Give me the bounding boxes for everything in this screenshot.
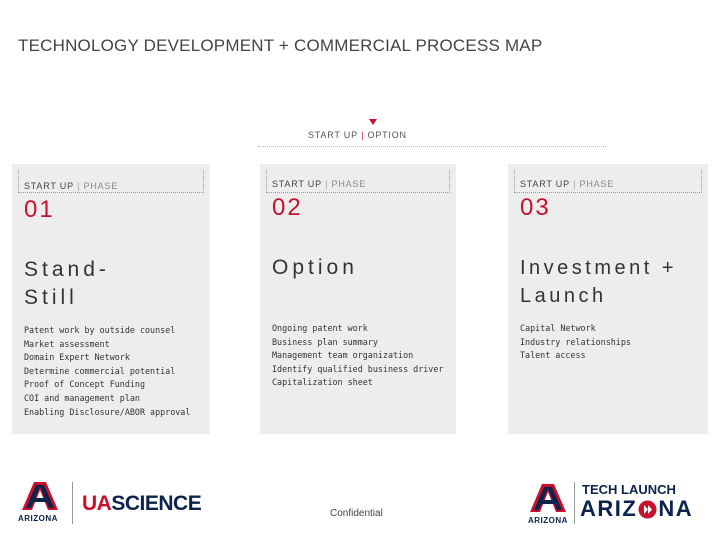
phase-label-frame bbox=[266, 170, 450, 193]
heading-line: Stand- bbox=[24, 258, 110, 281]
ariz-text: ARIZ bbox=[580, 496, 638, 521]
heading-line: Still bbox=[24, 286, 78, 309]
phase-panel-2: START UP | PHASE 02 Option Ongoing paten… bbox=[260, 164, 456, 434]
label-separator: | bbox=[325, 179, 329, 189]
phase-task-list: Ongoing patent work Business plan summar… bbox=[272, 322, 443, 390]
phase-label-frame bbox=[514, 170, 702, 193]
list-item: Ongoing patent work bbox=[272, 323, 368, 333]
phase-label: START UP | PHASE bbox=[520, 179, 614, 189]
phase-panel-3: START UP | PHASE 03 Investment + Launch … bbox=[508, 164, 708, 434]
page-title: TECHNOLOGY DEVELOPMENT + COMMERCIAL PROC… bbox=[18, 36, 543, 55]
list-item: Patent work by outside counsel bbox=[24, 325, 176, 335]
list-item: Capitalization sheet bbox=[272, 377, 373, 388]
phase-task-list: Capital Network Industry relationships T… bbox=[520, 322, 631, 363]
phase-heading: Stand- Still bbox=[24, 256, 110, 312]
start-up-text: START UP bbox=[520, 179, 570, 189]
arizona-wordmark: ARIZONA bbox=[18, 514, 58, 523]
list-item: Capital Network bbox=[520, 323, 596, 333]
logo-divider bbox=[574, 482, 575, 524]
ua-science-wordmark: UASCIENCE bbox=[82, 492, 202, 516]
confidential-label: Confidential bbox=[330, 508, 383, 519]
phase-label: START UP | PHASE bbox=[272, 179, 366, 189]
phase-panel-1: START UP | PHASE 01 Stand- Still Patent … bbox=[12, 164, 210, 434]
phase-number: 01 bbox=[24, 196, 55, 223]
tech-launch-text: TECH LAUNCH bbox=[582, 482, 676, 497]
start-up-text: START UP bbox=[308, 130, 358, 140]
list-item: Industry relationships bbox=[520, 336, 631, 347]
list-item: Management team organization bbox=[272, 350, 414, 361]
launch-play-icon bbox=[638, 500, 657, 518]
start-up-text: START UP bbox=[24, 181, 74, 191]
list-item: Talent access bbox=[520, 350, 586, 361]
phase-label-frame bbox=[18, 170, 204, 193]
list-item: Identify qualified business driver bbox=[272, 363, 444, 374]
arizona-wordmark: ARIZONA bbox=[528, 516, 568, 525]
top-divider bbox=[258, 146, 606, 147]
arizona-launch-wordmark: ARIZ NA bbox=[580, 496, 693, 522]
phase-text: PHASE bbox=[83, 181, 119, 191]
arizona-a-icon bbox=[530, 484, 566, 512]
heading-line: Investment + bbox=[520, 257, 678, 279]
na-text: NA bbox=[658, 496, 694, 521]
label-separator: | bbox=[573, 179, 577, 189]
phase-text: PHASE bbox=[331, 179, 367, 189]
list-item: Enabling Disclosure/ABOR approval bbox=[24, 406, 191, 417]
phase-heading: Investment + Launch bbox=[520, 254, 677, 310]
ua-science-logo: ARIZONA UASCIENCE bbox=[14, 476, 204, 532]
list-item: Proof of Concept Funding bbox=[24, 379, 146, 390]
list-item: Business plan summary bbox=[272, 336, 378, 347]
start-up-separator: | bbox=[361, 130, 365, 140]
logo-divider bbox=[72, 482, 73, 524]
start-up-text: START UP bbox=[272, 179, 322, 189]
science-text: SCIENCE bbox=[111, 492, 202, 515]
tech-launch-arizona-logo: ARIZONA TECH LAUNCH ARIZ NA bbox=[524, 476, 694, 532]
list-item: COI and management plan bbox=[24, 392, 140, 403]
phase-task-list: Patent work by outside counsel Market as… bbox=[24, 324, 190, 419]
heading-line: Option bbox=[272, 256, 358, 279]
phase-number: 02 bbox=[272, 194, 303, 221]
start-up-option-label: START UP | OPTION bbox=[308, 130, 407, 140]
phase-number: 03 bbox=[520, 194, 551, 221]
list-item: Determine commercial potential bbox=[24, 365, 176, 376]
phase-label: START UP | PHASE bbox=[24, 181, 118, 191]
arizona-a-icon bbox=[22, 482, 58, 510]
heading-line: Launch bbox=[520, 285, 607, 307]
phase-text: PHASE bbox=[579, 179, 615, 189]
list-item: Domain Expert Network bbox=[24, 352, 130, 363]
label-separator: | bbox=[77, 181, 81, 191]
list-item: Market assessment bbox=[24, 338, 110, 349]
start-marker-icon bbox=[369, 119, 377, 125]
option-text: OPTION bbox=[367, 130, 407, 140]
ua-text: UA bbox=[82, 492, 112, 515]
phase-heading: Option bbox=[272, 254, 358, 282]
